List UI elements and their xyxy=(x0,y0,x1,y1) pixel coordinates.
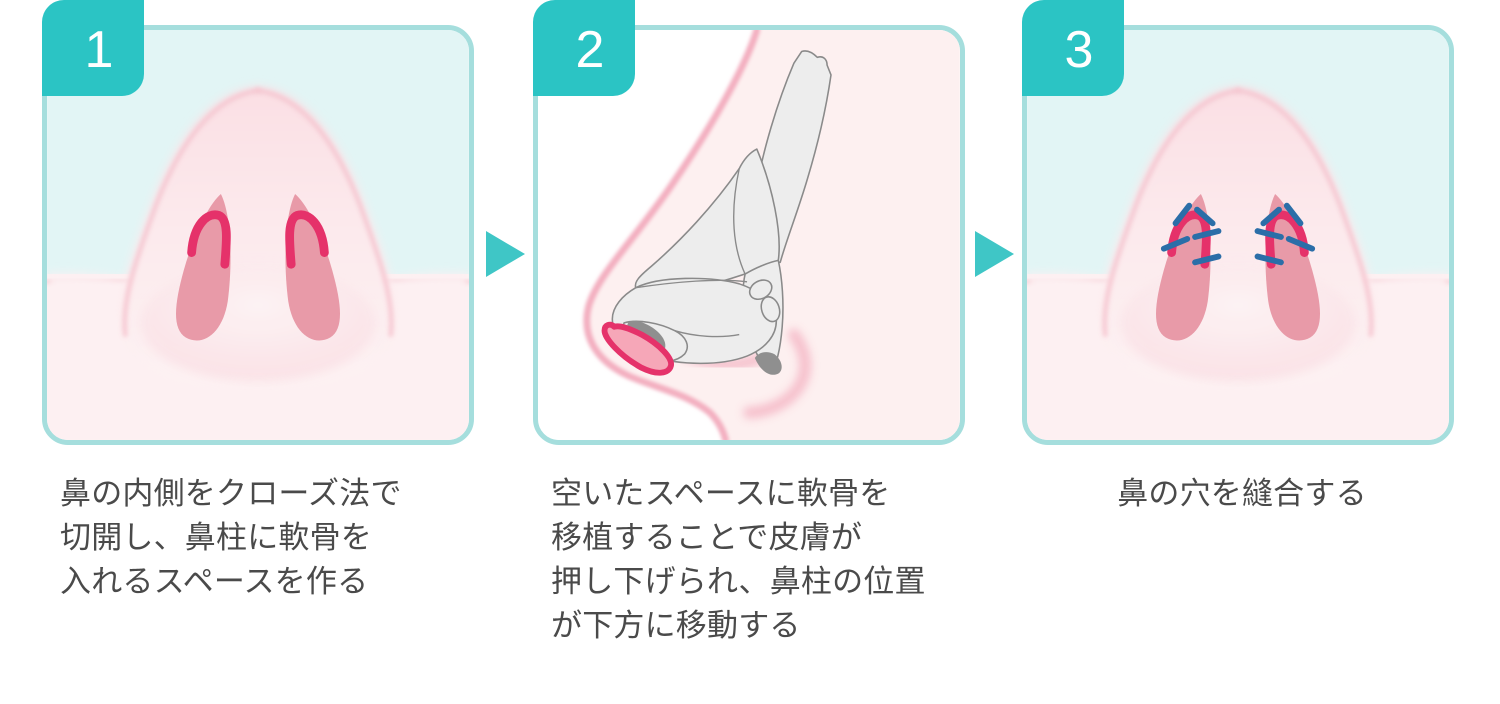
caption-line: 入れるスペースを作る xyxy=(60,564,369,600)
step-3-illustration-panel xyxy=(1022,25,1454,445)
step-2-caption: 空いたスペースに軟骨を 移植することで皮膚が 押し下げられ、鼻柱の位置 が下方に… xyxy=(533,472,973,648)
arrow-step1-to-step2 xyxy=(482,228,528,280)
caption-line: 切開し、鼻柱に軟骨を xyxy=(60,520,372,556)
step-1: 1 鼻の内側をクローズ法で 切開し、鼻柱に軟骨を 入れるスペースを作る xyxy=(42,0,482,704)
caption-line: 空いたスペースに軟骨を xyxy=(551,476,891,511)
incision-line-right xyxy=(285,210,329,269)
step-3-number-badge: 3 xyxy=(1022,0,1124,96)
step-2-number-badge: 2 xyxy=(533,0,635,96)
step-3-number: 3 xyxy=(1064,21,1094,79)
step-1-number: 1 xyxy=(84,21,114,79)
sutured-incision-line-right xyxy=(1265,210,1309,269)
step-1-illustration-panel xyxy=(42,25,474,445)
play-triangle-right-icon xyxy=(486,231,525,277)
step-2-illustration-panel xyxy=(533,25,965,445)
suture-stitches-left xyxy=(1160,202,1222,266)
step-1-caption: 鼻の内側をクローズ法で 切開し、鼻柱に軟骨を 入れるスペースを作る xyxy=(42,472,482,604)
sutured-incision-line-left xyxy=(1167,210,1211,269)
step-3: 3 鼻の穴を縫合する xyxy=(1022,0,1462,704)
arrow-step2-to-step3 xyxy=(971,228,1017,280)
play-triangle-right-icon xyxy=(975,231,1014,277)
incision-line-left xyxy=(187,210,231,269)
caption-line: 押し下げられ、鼻柱の位置 xyxy=(551,564,926,600)
nose-profile-cartilage-graft-illustration xyxy=(538,30,960,440)
caption-line: 移植することで皮膚が xyxy=(551,520,863,556)
step-1-number-badge: 1 xyxy=(42,0,144,96)
step-3-caption: 鼻の穴を縫合する xyxy=(1022,472,1462,516)
caption-line: 鼻の内側をクローズ法で xyxy=(60,476,402,511)
suture-stitches-right xyxy=(1254,202,1316,266)
step-2: 2 空いたスペースに軟骨を 移植することで皮膚が 押し下げられ、鼻柱の位置 が下… xyxy=(533,0,973,704)
cartilage-graft xyxy=(601,321,674,376)
step-2-number: 2 xyxy=(575,21,605,79)
caption-line: が下方に移動する xyxy=(551,608,801,644)
caption-line: 鼻の穴を縫合する xyxy=(1117,476,1367,511)
